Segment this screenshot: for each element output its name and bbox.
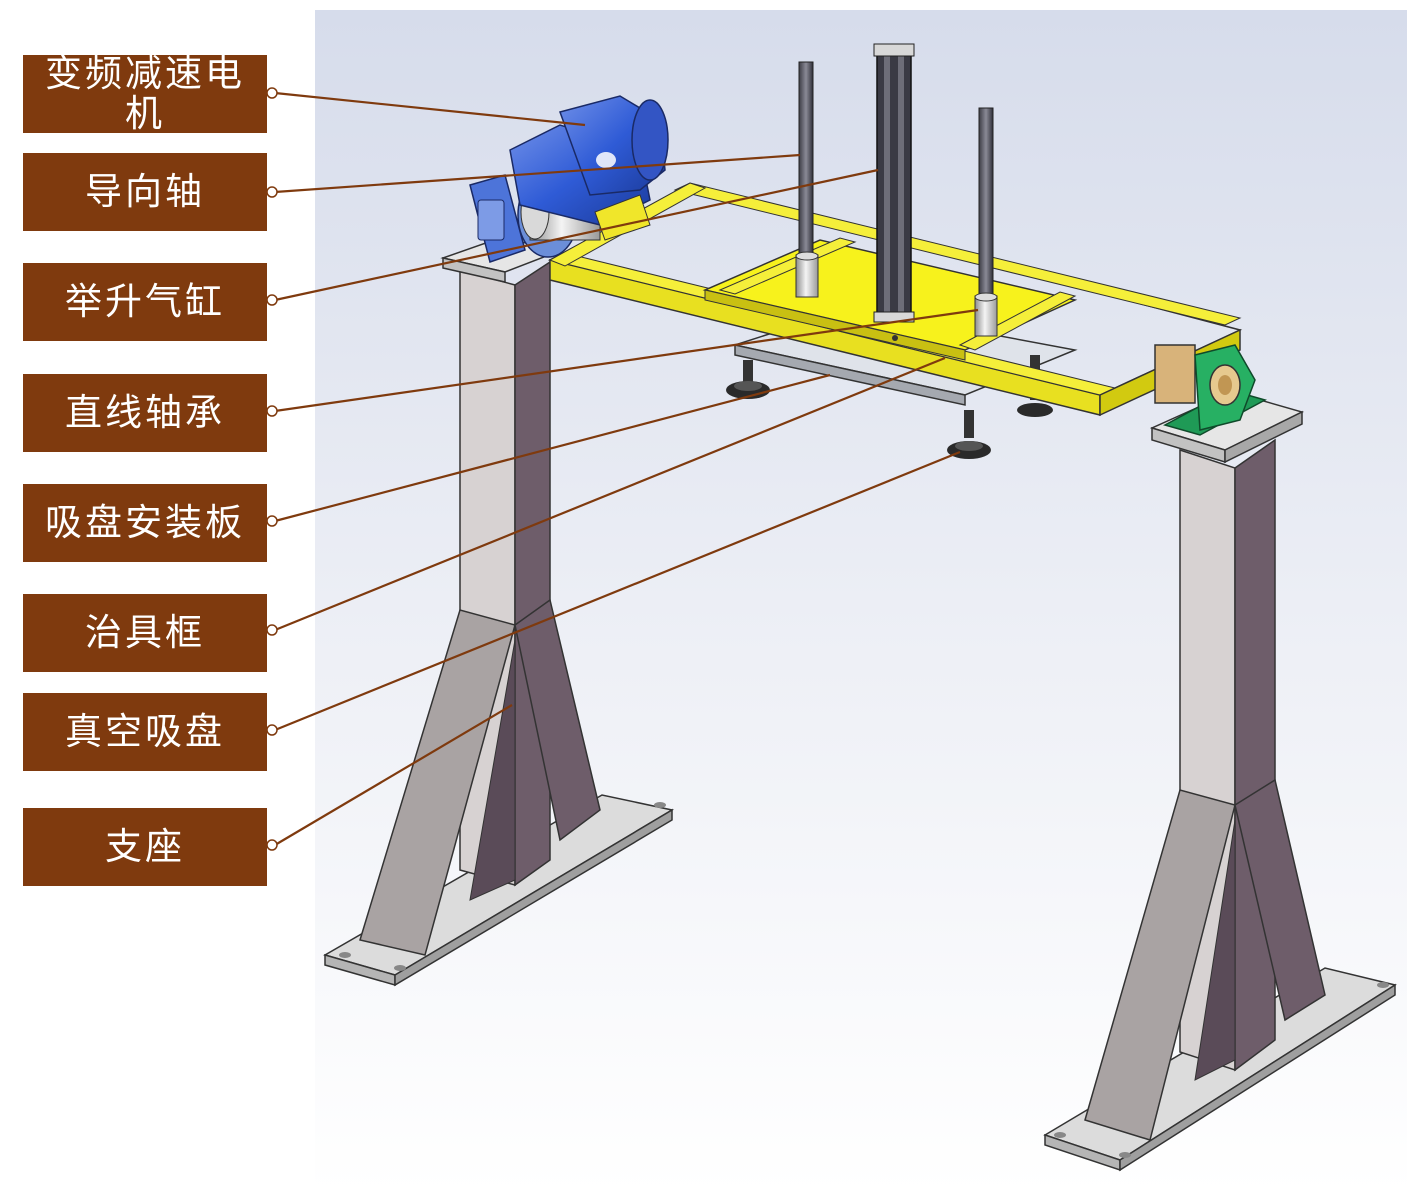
leader-line-linear-bearing: [274, 308, 979, 413]
lift-cylinder: [873, 43, 915, 323]
label-vacuum-cup: 真空吸盘: [23, 693, 267, 771]
leader-line-vacuum-cup: [274, 450, 961, 732]
label-lift-cylinder: 举升气缸: [23, 263, 267, 341]
leader-line-support-base: [274, 704, 513, 846]
label-suction-plate: 吸盘安装板: [23, 484, 267, 562]
guide-shafts: [798, 61, 994, 299]
leader-line-suction-plate: [274, 373, 831, 523]
label-motor: 变频减速电机: [23, 55, 267, 133]
pillow-block-bearing: [1154, 344, 1267, 436]
label-support-base: 支座: [23, 808, 267, 886]
leader-line-fixture-frame: [274, 356, 946, 632]
leader-line-guide-shaft: [274, 153, 801, 194]
right-support-stand: [1043, 391, 1397, 1172]
leader-line-lift-cylinder: [274, 168, 879, 302]
label-linear-bearing: 直线轴承: [23, 374, 267, 452]
leader-line-motor: [274, 91, 586, 127]
label-guide-shaft: 导向轴: [23, 153, 267, 231]
leader-dots: [266, 87, 278, 851]
label-fixture-frame: 治具框: [23, 594, 267, 672]
leader-lines: [274, 91, 979, 846]
left-support-stand: [323, 237, 675, 987]
linear-bearings: [795, 251, 998, 337]
geared-motor: [469, 95, 669, 263]
